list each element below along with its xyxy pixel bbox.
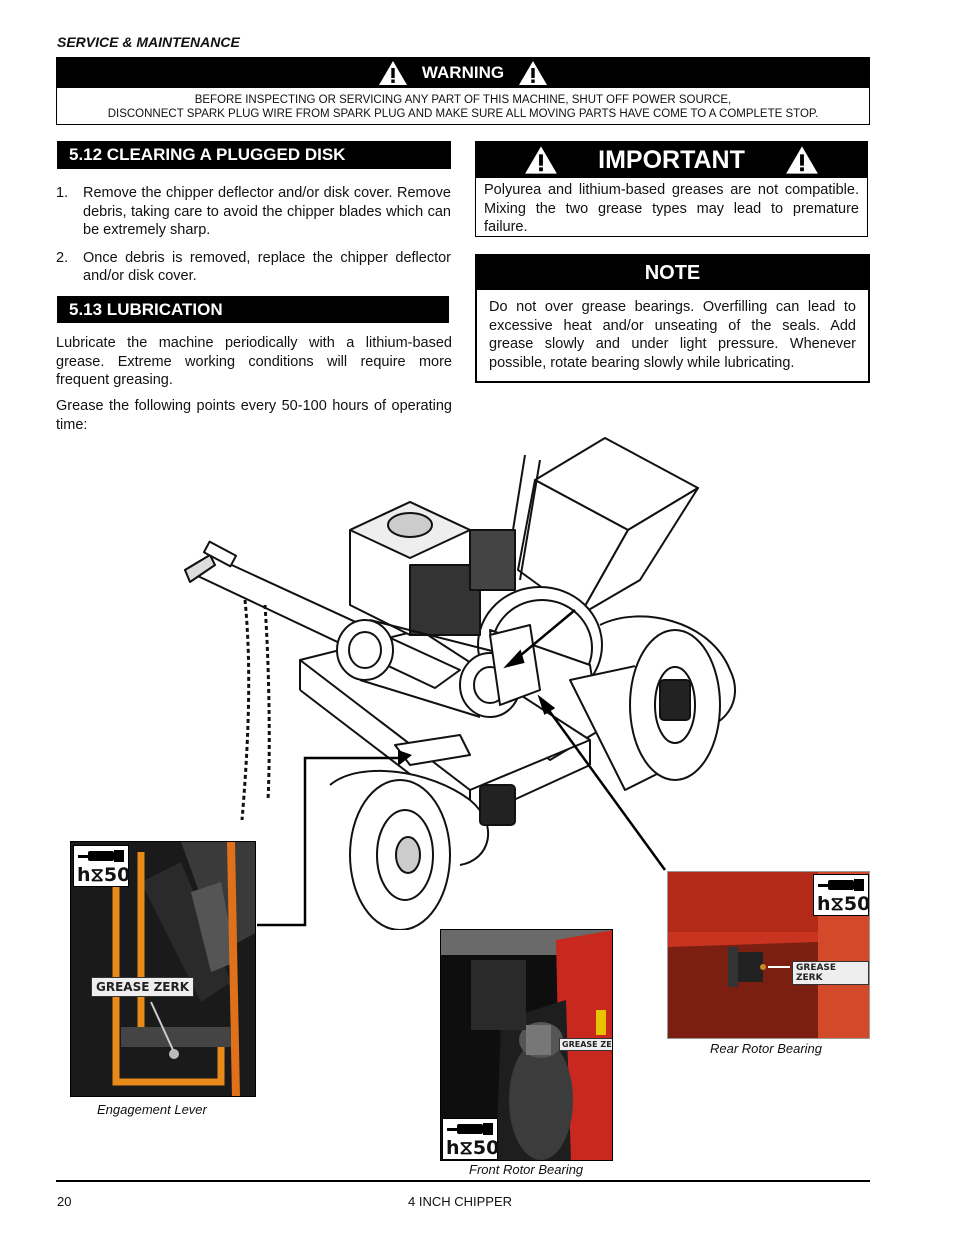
- hours-label: h⧖50: [77, 864, 131, 886]
- warning-triangle-icon: [519, 61, 548, 85]
- section-tag: SERVICE & MAINTENANCE: [57, 34, 240, 50]
- grease-gun-icon: [78, 850, 124, 862]
- hours-label: h⧖50: [817, 893, 870, 915]
- caption-rear-rotor: Rear Rotor Bearing: [710, 1041, 822, 1056]
- grease-zerk-label: GREASE ZERK: [792, 961, 869, 985]
- grease-zerk-label: GREASE ZERK: [91, 977, 195, 997]
- chipper-illustration: [184, 437, 736, 930]
- important-text: Polyurea and lithium-based greases are n…: [484, 182, 859, 235]
- rear-rotor-photo: h⧖50 GREASE ZERK: [667, 871, 870, 1039]
- warning-triangle-icon: [786, 146, 818, 174]
- list-item: 2. Once debris is removed, replace the ch…: [56, 249, 451, 286]
- note-text: Do not over grease bearings. Overfilling…: [489, 299, 856, 371]
- page-number: 20: [57, 1194, 72, 1209]
- engagement-lever-photo: h⧖50 GREASE ZERK: [70, 841, 256, 1097]
- warning-bar: WARNING: [57, 58, 869, 88]
- lubrication-paragraph: Lubricate the machine periodically with …: [56, 335, 452, 388]
- important-bar: IMPORTANT: [476, 142, 867, 178]
- step-text: Once debris is removed, replace the chip…: [83, 249, 451, 285]
- warning-line-2: DISCONNECT SPARK PLUG WIRE FROM SPARK PL…: [107, 108, 819, 120]
- connector-line: [257, 750, 412, 927]
- steps-list: 1. Remove the chipper deflector and/or di…: [56, 184, 451, 295]
- caption-engagement-lever: Engagement Lever: [97, 1102, 207, 1117]
- grease-hours-badge: h⧖50: [813, 874, 869, 916]
- grease-hours-badge: h⧖50: [73, 845, 131, 887]
- important-box: IMPORTANT Polyurea and lithium-based gre…: [475, 141, 868, 237]
- section-heading-5-13: 5.13 LUBRICATION: [57, 296, 449, 323]
- front-rotor-photo: GREASE ZERK h⧖50: [440, 929, 613, 1161]
- warning-title: WARNING: [421, 63, 505, 82]
- note-box: NOTE Do not over grease bearings. Overfi…: [475, 254, 870, 383]
- grease-zerk-label: GREASE ZERK: [559, 1038, 612, 1051]
- step-text: Remove the chipper deflector and/or disk…: [83, 185, 451, 238]
- section-heading-5-12: 5.12 CLEARING A PLUGGED DISK: [57, 141, 451, 169]
- warning-line-1: BEFORE INSPECTING OR SERVICING ANY PART …: [194, 94, 732, 106]
- warning-triangle-icon: [378, 61, 407, 85]
- warning-box: WARNING BEFORE INSPECTING OR SERVICING A…: [56, 57, 870, 125]
- grease-hours-badge: h⧖50: [442, 1118, 500, 1160]
- grease-gun-icon: [818, 879, 864, 891]
- footer-divider: [56, 1180, 870, 1182]
- warning-triangle-icon: [525, 146, 557, 174]
- grease-interval-paragraph: Grease the following points every 50-100…: [56, 398, 452, 433]
- step-number: 1.: [56, 185, 69, 201]
- note-title: NOTE: [477, 256, 868, 290]
- hours-label: h⧖50: [446, 1137, 500, 1159]
- warning-text: BEFORE INSPECTING OR SERVICING ANY PART …: [57, 88, 869, 121]
- step-number: 2.: [56, 249, 69, 266]
- product-name: 4 INCH CHIPPER: [408, 1194, 513, 1209]
- important-title: IMPORTANT: [598, 145, 745, 174]
- grease-gun-icon: [447, 1123, 493, 1135]
- caption-front-rotor: Front Rotor Bearing: [469, 1162, 584, 1177]
- list-item: 1. Remove the chipper deflector and/or di…: [56, 184, 451, 240]
